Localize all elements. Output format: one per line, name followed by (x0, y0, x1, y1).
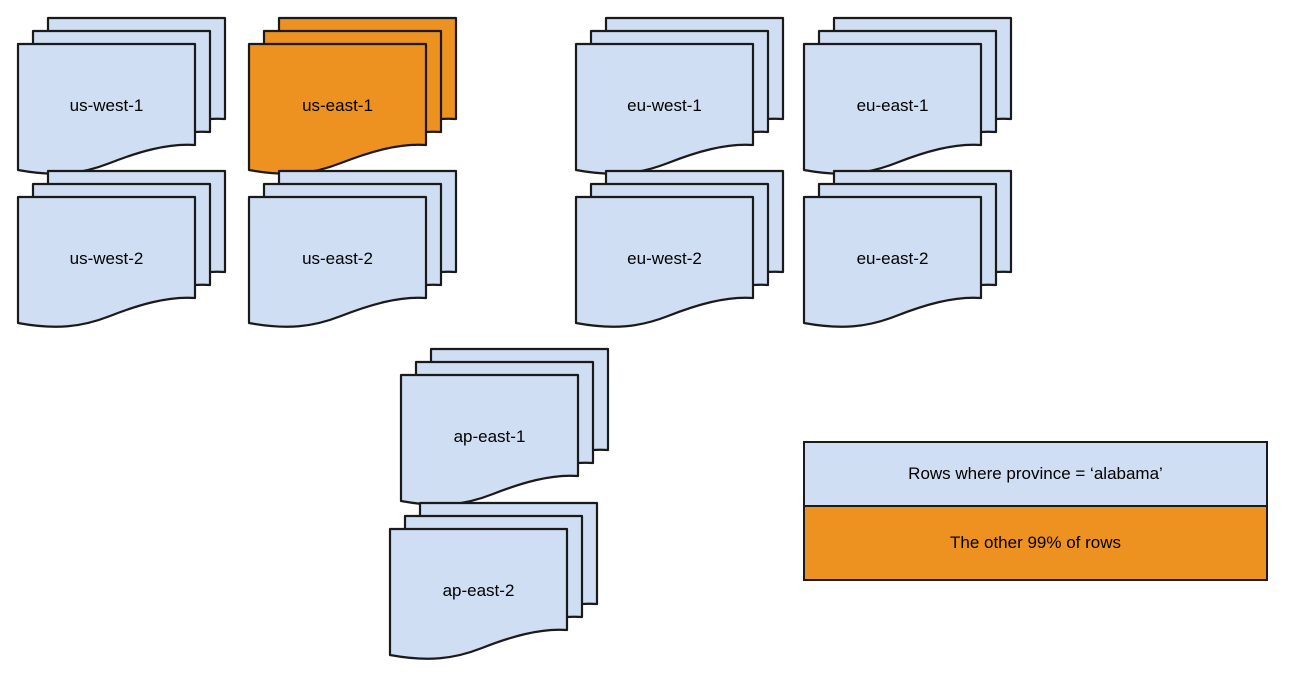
region-stack-eu-west-2[interactable] (574, 169, 785, 328)
region-stack-us-west-2[interactable] (16, 169, 227, 328)
document-sheet-front (574, 42, 755, 175)
region-stack-eu-west-1[interactable] (574, 16, 785, 175)
document-sheet-front (247, 195, 428, 328)
document-sheet-front (802, 42, 983, 175)
legend-row-other-text: The other 99% of rows (949, 533, 1122, 552)
document-sheet-front (16, 195, 197, 328)
region-stack-eu-east-2[interactable] (802, 169, 1013, 328)
region-stack-eu-east-1[interactable] (802, 16, 1013, 175)
region-stack-us-west-1[interactable] (16, 16, 227, 175)
document-sheet-front (16, 42, 197, 175)
document-sheet-front (388, 527, 569, 660)
document-sheet-front (399, 373, 580, 506)
region-stack-us-east-1[interactable] (247, 16, 458, 175)
legend-row-other: The other 99% of rows (803, 505, 1268, 581)
document-sheet-front (247, 42, 428, 175)
region-stack-us-east-2[interactable] (247, 169, 458, 328)
region-stack-ap-east-2[interactable] (388, 501, 599, 660)
region-stack-ap-east-1[interactable] (399, 347, 610, 506)
document-sheet-front (574, 195, 755, 328)
document-sheet-front (802, 195, 983, 328)
legend-row-matching: Rows where province = ‘alabama’ (803, 441, 1268, 507)
legend-row-matching-text: Rows where province = ‘alabama’ (908, 464, 1163, 483)
